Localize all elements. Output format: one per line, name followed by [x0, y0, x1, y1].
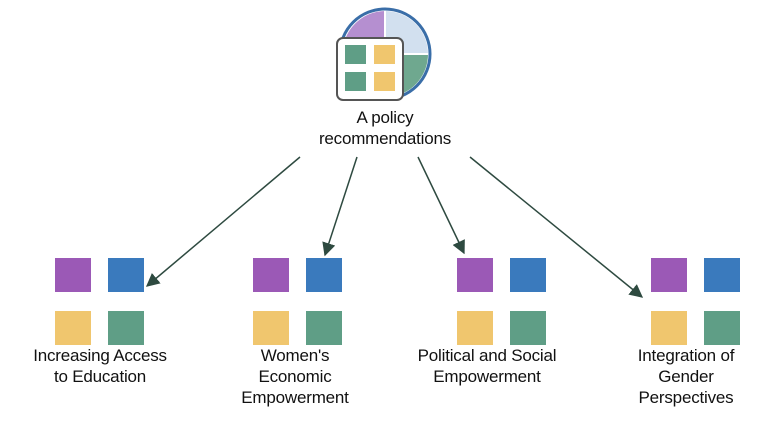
grid-cell-top-right — [374, 45, 395, 64]
tile-green — [704, 311, 740, 345]
child-node-label-3[interactable]: Integration of Gender Perspectives — [637, 346, 735, 407]
connector-arrow-0 — [145, 156, 301, 287]
connector-arrow-3 — [469, 156, 644, 298]
tile-green — [510, 311, 546, 345]
child-node-icon-0[interactable] — [55, 258, 144, 345]
grid-cell-top-left — [345, 45, 366, 64]
child-node-label-2[interactable]: Political and Social Empowerment — [417, 346, 557, 386]
grid-cell-bottom-right — [374, 72, 395, 91]
tile-yellow — [457, 311, 493, 345]
root-node-icon[interactable] — [336, 7, 432, 101]
tile-blue — [704, 258, 740, 292]
connectors — [145, 156, 644, 298]
child-node-label-0[interactable]: Increasing Access to Education — [33, 346, 167, 386]
grid-cell-bottom-left — [345, 72, 366, 91]
connector-arrow-2 — [417, 156, 465, 255]
tile-green — [306, 311, 342, 345]
tile-yellow — [55, 311, 91, 345]
tile-purple — [457, 258, 493, 292]
child-node-icon-1[interactable] — [253, 258, 342, 345]
tile-blue — [306, 258, 342, 292]
child-node-label-1[interactable]: Women's Economic Empowerment — [241, 346, 349, 407]
tile-blue — [108, 258, 144, 292]
child-node-icon-2[interactable] — [457, 258, 546, 345]
tile-purple — [651, 258, 687, 292]
child-node-icon-3[interactable] — [651, 258, 740, 345]
tile-blue — [510, 258, 546, 292]
tile-purple — [253, 258, 289, 292]
root-node-label[interactable]: A policy recommendations — [318, 108, 452, 148]
tile-green — [108, 311, 144, 345]
tile-purple — [55, 258, 91, 292]
connector-arrow-1 — [322, 156, 358, 257]
tile-yellow — [651, 311, 687, 345]
tile-yellow — [253, 311, 289, 345]
